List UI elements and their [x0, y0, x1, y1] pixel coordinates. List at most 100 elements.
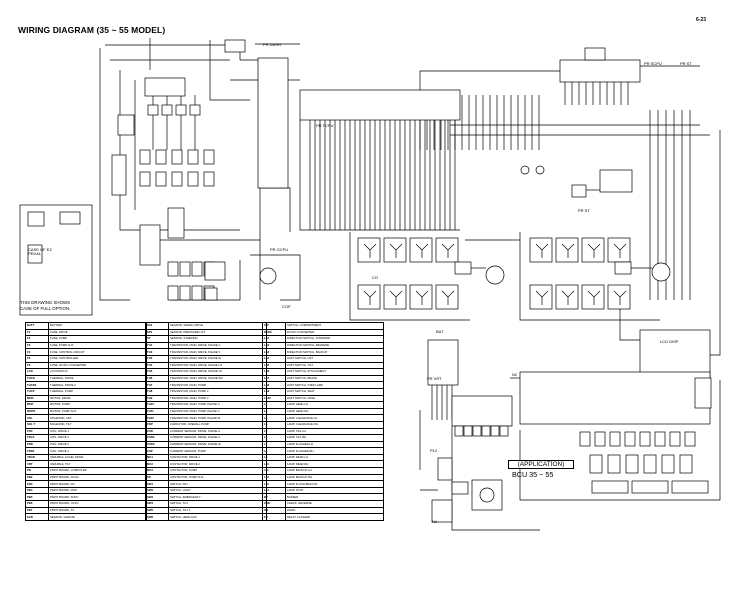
legend-code: BATT [25, 322, 49, 330]
legend-description: LIMIT SWITCH, LIFT [285, 354, 384, 363]
scpu-connector [559, 59, 641, 83]
pr-tcpu-label: PR TCPU [316, 123, 334, 128]
legend-description: COIL, DRIVE 3 [48, 440, 147, 449]
legend-description: PRINT BOARD, OCPU [48, 500, 147, 508]
legend-description: DC/DC CONVERTER [285, 328, 384, 337]
legend-description: TRANSISTOR, MAIN, PUMP [168, 381, 267, 389]
legend-code: FRD [25, 440, 49, 449]
lamp-box-2 [631, 480, 669, 494]
legend-code: F2 [25, 335, 49, 343]
transistor-module-drive [357, 237, 381, 263]
legend-code: SP [145, 473, 169, 482]
legend-code: F3 [25, 341, 49, 350]
legend-description: RELAY, FLASHER [285, 513, 384, 521]
legend-description: LAMP, BACKUP LH [285, 467, 384, 475]
legend-code: L3 [262, 414, 286, 422]
legend-description: SWITCH, TILT [168, 500, 267, 508]
legend-description: TRANSISTOR, MAIN, PUMP, PHASE U [168, 401, 267, 409]
tm-block [437, 457, 453, 481]
coil-block [179, 261, 191, 277]
component-symbols [19, 39, 712, 523]
legend-description: SWITCH, LIGHT [168, 486, 267, 495]
legend-code: SW5 [145, 506, 169, 515]
legend-description: SENSOR, PRESSURE LIFT [168, 328, 267, 337]
legend-code: VRT [25, 460, 49, 469]
legend-code: SW2 [145, 486, 169, 495]
transistor-module-pump-2 [607, 284, 631, 310]
fuse-small [481, 425, 491, 437]
legend-description: LAMP, REAR LH [285, 453, 384, 462]
scpu-module [584, 47, 606, 61]
pr-st-label: PR ST [680, 61, 692, 66]
legend-code: LS5 [262, 361, 286, 370]
transistor-module-drive [383, 237, 407, 263]
legend-code: L12 [262, 473, 286, 482]
transistor-module-drive-2 [435, 284, 459, 310]
legend-description: LAMP, CLEARANCE LH [285, 414, 384, 422]
legend-description: MOTOR, PUMP AUX [48, 407, 147, 416]
legend-description: TRANSISTOR, MAIN, PUMP, PHASE V [168, 407, 267, 416]
fuse-small [454, 425, 464, 437]
legend-code: TH8 [145, 387, 169, 396]
relay-coil [187, 149, 199, 165]
legend-code: TH11 [145, 407, 169, 416]
legend-description: TRANSISTOR, MAIN, PUMP, PHASE W [168, 414, 267, 422]
legend-description: LAMP, HEAD RH [285, 407, 384, 416]
connector-down-wire [260, 187, 291, 232]
legend-description: LIMIT SWITCH, DASH [285, 394, 384, 403]
ez-pedal-component-2 [59, 211, 81, 225]
legend-description: PRINT BOARD, ST [48, 506, 147, 515]
legend-description: PRINT BOARD, DC [48, 480, 147, 488]
legend-description: TRANSISTOR, MAIN, PUMP 2 [168, 387, 267, 396]
legend-code: L5 [262, 427, 286, 436]
legend-description: BUZZER [285, 493, 384, 502]
legend-description: LIMIT SWITCH, SEAT [285, 387, 384, 396]
sensor-node [535, 165, 545, 175]
legend-code: TH2 [145, 348, 169, 356]
legend-description: SOLENOID, TILT [48, 420, 147, 429]
legend-code: THCD2 [25, 381, 49, 389]
legend-description: TRANSISTOR, MAIN, DRIVE, PHASE U [168, 341, 267, 350]
coil-block [167, 285, 179, 301]
legend-description: LAMP, TAIL LH [285, 427, 384, 436]
relay-coil [171, 171, 183, 187]
n1-label: N1 [432, 519, 438, 524]
relay-coil [139, 149, 151, 165]
drive-motor-symbol [485, 265, 505, 285]
legend-code: CDP [145, 420, 169, 429]
legend-code: CSD2 [145, 434, 169, 442]
note-line-2: CASE OF FULL OPTION. [20, 306, 71, 311]
controller-box [117, 114, 135, 136]
note-line-1: THIS DRAWING SHOWS [20, 300, 71, 305]
legend-code: MC3 [145, 467, 169, 475]
